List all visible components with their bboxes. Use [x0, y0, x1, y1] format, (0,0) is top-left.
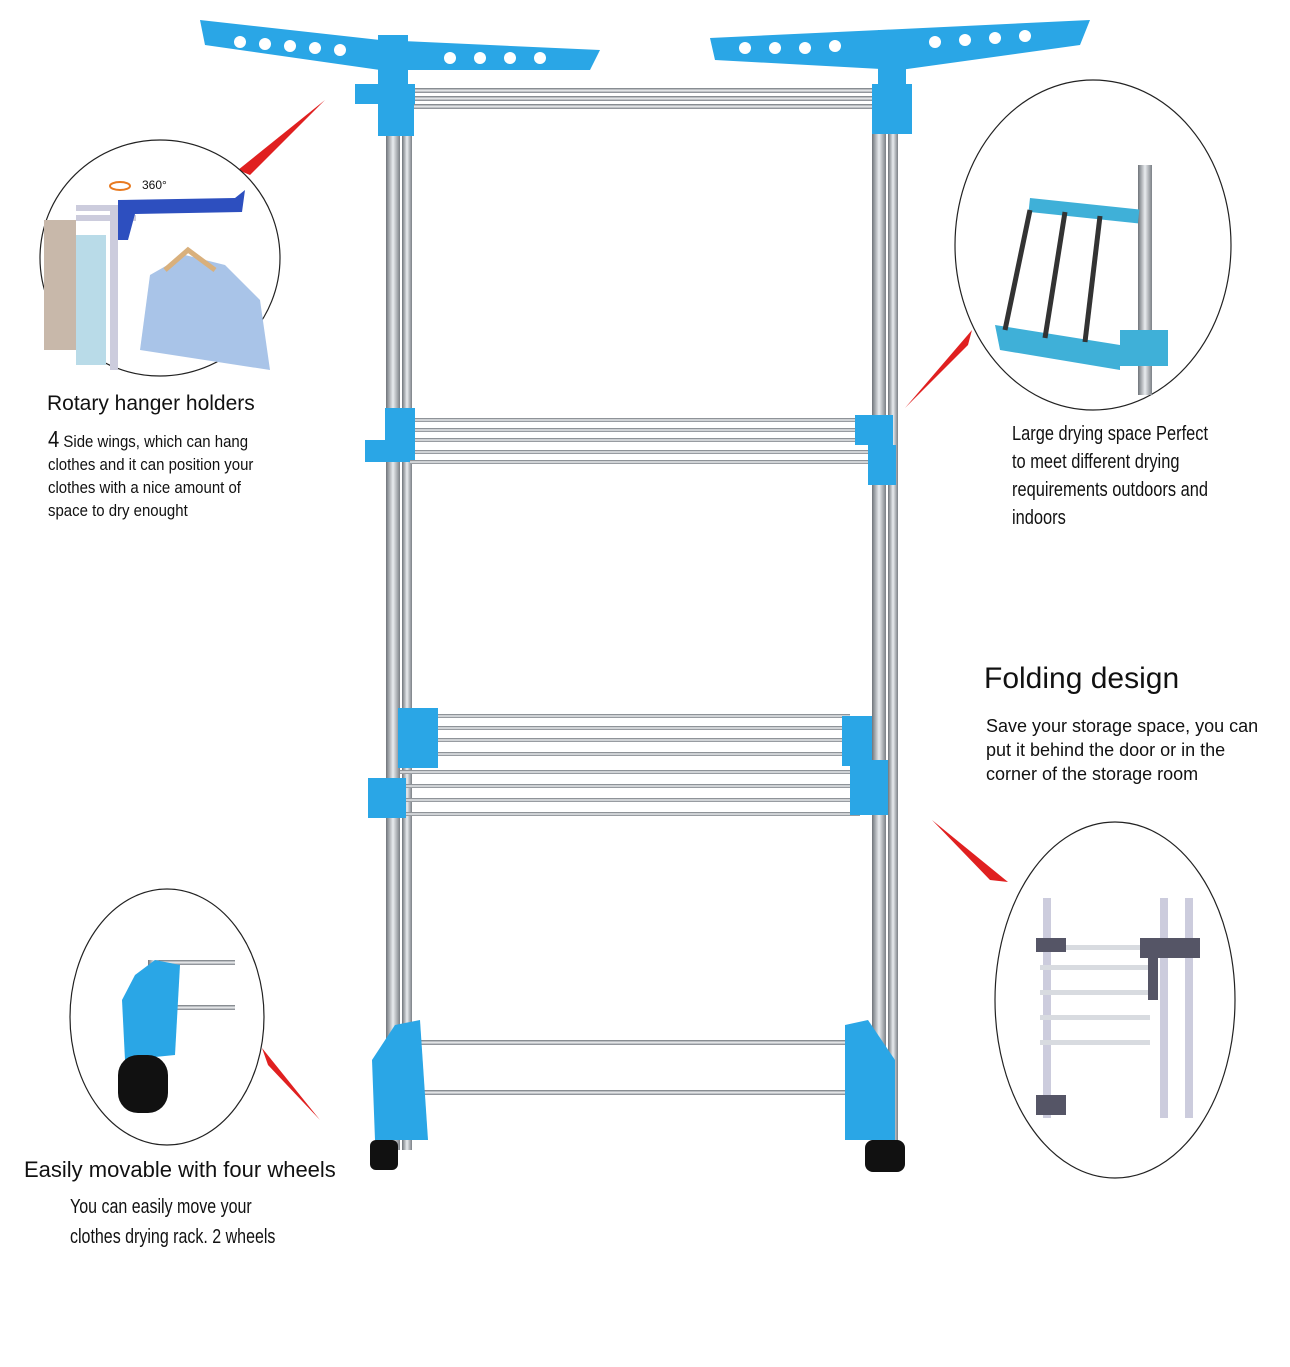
- top-wings: [200, 20, 1090, 85]
- rotation-badge: 360°: [142, 178, 167, 192]
- rotary-description: 4 Side wings, which can hang clothes and…: [48, 428, 268, 522]
- wheel-icon: [370, 1140, 398, 1170]
- detail-wheels: [69, 888, 265, 1146]
- detail-large-space: [954, 79, 1232, 411]
- detail-folding: [994, 821, 1236, 1179]
- wheels-description: You can easily move your clothes drying …: [70, 1196, 276, 1248]
- detail-rotary-hanger: [39, 139, 281, 377]
- rotary-title: Rotary hanger holders: [47, 392, 255, 415]
- wheel-icon: [865, 1140, 905, 1172]
- rotary-description-text: Side wings, which can hang clothes and i…: [48, 432, 254, 520]
- pointer-arrow: [262, 1048, 320, 1120]
- drying-rack: [200, 20, 1090, 1172]
- pointer-arrow: [932, 820, 1008, 882]
- pointer-arrow: [905, 330, 972, 408]
- wing-count: 4: [48, 426, 60, 452]
- folding-description: Save your storage space, you can put it …: [986, 716, 1259, 784]
- large-space-description: Large drying space Perfect to meet diffe…: [1012, 423, 1209, 529]
- wheels-title: Easily movable with four wheels: [24, 1157, 336, 1182]
- folding-title: Folding design: [984, 662, 1180, 695]
- pointer-arrow: [238, 100, 325, 175]
